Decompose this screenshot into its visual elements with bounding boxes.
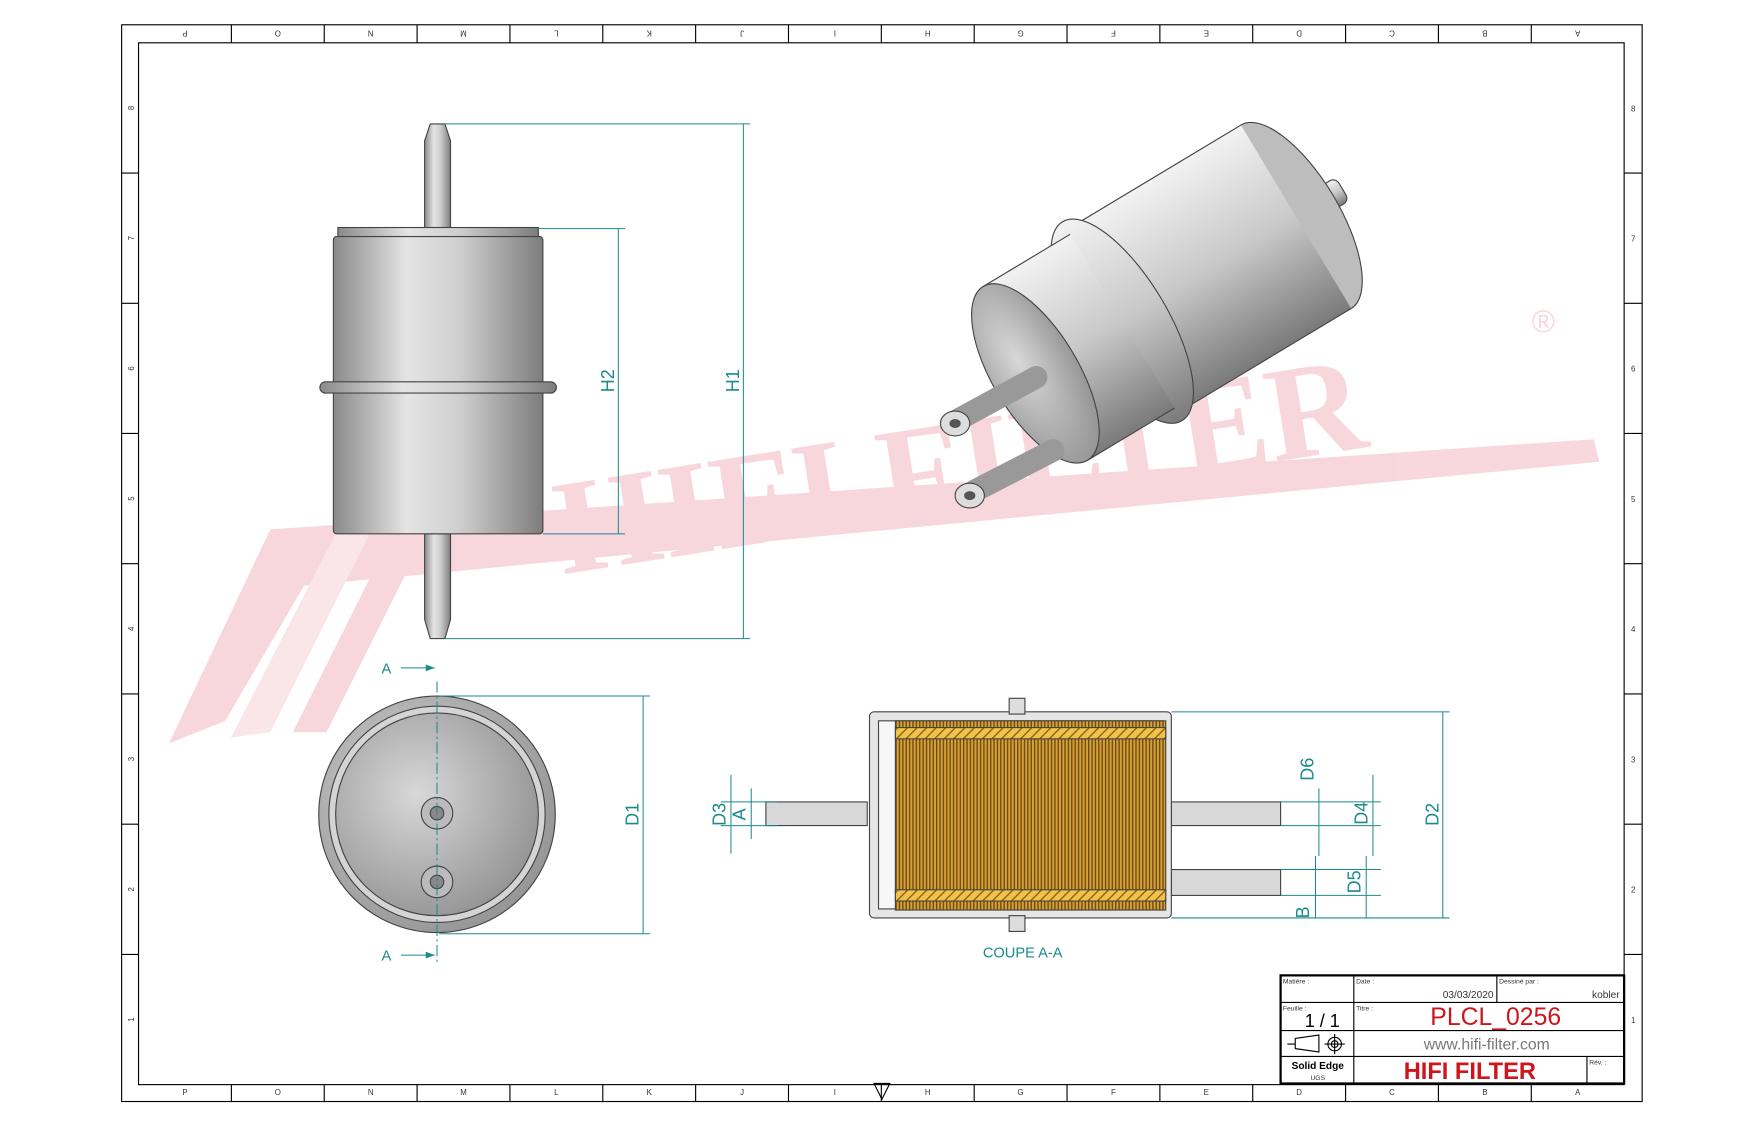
svg-text:A: A xyxy=(381,662,391,678)
zone-letter: F xyxy=(1111,1088,1116,1097)
zone-number: 1 xyxy=(127,1017,136,1021)
zone-number: 2 xyxy=(1631,886,1635,895)
zone-number: 6 xyxy=(1631,365,1636,374)
section-label: COUPE A-A xyxy=(983,945,1063,961)
zone-number: 4 xyxy=(127,626,136,631)
dimension-d2: D2 xyxy=(1171,711,1450,919)
section-view xyxy=(765,697,1282,933)
svg-text:D4: D4 xyxy=(1351,802,1371,825)
section-marker-bottom: A xyxy=(381,949,435,965)
projection-symbol-icon xyxy=(1287,1033,1345,1055)
section-marker-top: A xyxy=(381,662,435,678)
zone-letter: J xyxy=(740,1088,744,1097)
zone-number: 8 xyxy=(1631,104,1636,113)
dimension-d1: D1 xyxy=(439,695,650,935)
zone-number: 2 xyxy=(127,887,136,891)
isometric-view xyxy=(971,121,1363,464)
zone-letter: J xyxy=(740,28,744,37)
sheet-label: Feuille : xyxy=(1283,1005,1307,1012)
front-view xyxy=(319,123,557,640)
zone-letter: C xyxy=(1389,28,1395,37)
zone-number: 3 xyxy=(1631,755,1636,764)
zone-letter: C xyxy=(1389,1088,1395,1097)
material-label: Matière : xyxy=(1283,978,1309,985)
zone-number: 3 xyxy=(127,756,136,761)
zone-letter: A xyxy=(1575,1088,1581,1097)
zone-numbers-right: 8 7 6 5 4 3 2 1 xyxy=(1624,104,1643,1025)
zone-letter: B xyxy=(1482,28,1487,37)
zone-number: 4 xyxy=(1631,625,1636,634)
svg-text:B: B xyxy=(1293,906,1313,918)
date-value: 03/03/2020 xyxy=(1443,990,1494,1001)
zone-letter: M xyxy=(460,1088,467,1097)
company-name: HIFI FILTER xyxy=(1404,1059,1536,1085)
zone-letter: D xyxy=(1296,1088,1302,1097)
end-view xyxy=(318,681,556,963)
svg-text:H1: H1 xyxy=(723,369,743,392)
zone-letter: E xyxy=(1204,1088,1209,1097)
title-label: Titre : xyxy=(1356,1005,1373,1012)
svg-text:A: A xyxy=(730,808,750,820)
zone-letter: O xyxy=(275,28,281,37)
zone-number: 7 xyxy=(1631,235,1635,244)
zone-letter: G xyxy=(1018,28,1024,37)
zone-letter: A xyxy=(1574,28,1580,37)
sheet-value: 1 / 1 xyxy=(1305,1011,1340,1031)
software-sub: UGS xyxy=(1310,1075,1325,1082)
zone-letter: H xyxy=(925,28,931,37)
drawn-by-label: Dessiné par : xyxy=(1499,978,1539,985)
zone-letter: K xyxy=(647,1088,653,1097)
zone-letter: D xyxy=(1296,28,1302,37)
zone-letter: L xyxy=(554,28,559,37)
centering-mark xyxy=(873,1082,891,1101)
zone-letter: H xyxy=(925,1088,931,1097)
zone-number: 8 xyxy=(127,105,136,110)
software-name: Solid Edge xyxy=(1292,1061,1345,1072)
zone-number: 5 xyxy=(1631,495,1636,504)
drawing-title: PLCL_0256 xyxy=(1430,1004,1561,1031)
zone-letter: M xyxy=(460,28,467,37)
date-label: Date : xyxy=(1356,978,1374,985)
title-block: Matière : Date : 03/03/2020 Dessiné par … xyxy=(1279,974,1626,1085)
zone-numbers-left: 8 7 6 5 4 3 2 1 xyxy=(121,105,139,1022)
dimension-d3-a: D3 A xyxy=(709,774,778,854)
zone-letter: P xyxy=(182,28,187,37)
zone-letter: B xyxy=(1482,1088,1487,1097)
svg-text:D6: D6 xyxy=(1297,758,1317,781)
svg-text:A: A xyxy=(381,949,391,965)
zone-number: 7 xyxy=(127,236,136,240)
zone-letter: I xyxy=(834,1088,836,1097)
dimension-h1: H1 xyxy=(444,123,751,640)
zone-letter: O xyxy=(275,1088,281,1097)
svg-text:H2: H2 xyxy=(598,369,618,392)
zone-number: 1 xyxy=(1631,1016,1635,1025)
dimension-h2: H2 xyxy=(538,228,626,535)
watermark-registered: ® xyxy=(1532,303,1555,339)
zone-letter: N xyxy=(368,1088,374,1097)
zone-letter: L xyxy=(554,1088,559,1097)
revision-label: Rév. : xyxy=(1589,1059,1606,1066)
svg-text:D1: D1 xyxy=(623,803,643,826)
zone-letter: N xyxy=(368,28,374,37)
isometric-inlet-tubes xyxy=(939,366,1065,509)
zone-letter: F xyxy=(1111,28,1116,37)
zone-letter: K xyxy=(646,28,652,37)
zone-letter: P xyxy=(182,1088,187,1097)
dimension-d4-d5-d6-b: D6 D4 D5 B xyxy=(1280,758,1381,918)
zone-letter: E xyxy=(1204,28,1209,37)
zone-letter: I xyxy=(834,28,836,37)
svg-text:D5: D5 xyxy=(1345,870,1365,893)
zone-number: 5 xyxy=(127,496,136,501)
zone-number: 6 xyxy=(127,366,136,371)
drawn-by-value: kobler xyxy=(1592,990,1620,1001)
website: www.hifi-filter.com xyxy=(1423,1037,1550,1054)
svg-text:D2: D2 xyxy=(1422,803,1442,826)
svg-text:D3: D3 xyxy=(709,803,729,826)
watermark-text: HIFI FILTER xyxy=(545,329,1377,604)
zone-letter: G xyxy=(1018,1088,1024,1097)
